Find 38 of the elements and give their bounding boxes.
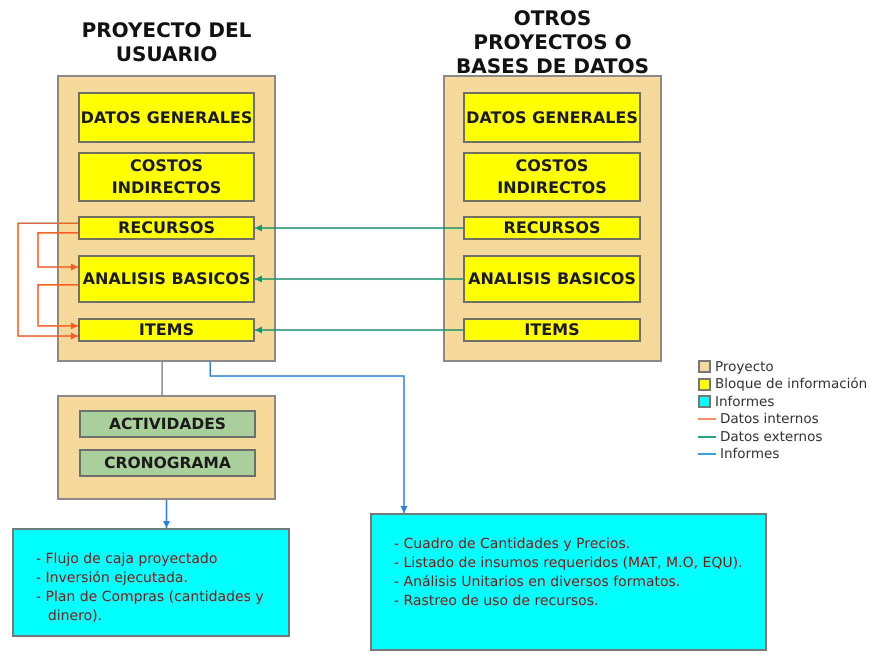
legend-label: Informes [720,446,780,462]
panel-heading: OTROS PROYECTOS O BASES DE DATOS [455,9,650,75]
report-item: - Rastreo de uso de recursos. [394,592,600,611]
project-panel [57,395,276,500]
info-block: RECURSOS [463,216,641,240]
connector-arrow [17,222,78,340]
module-box: ACTIVIDADES [79,410,256,438]
connector-arrow [255,326,463,334]
info-block: COSTOS INDIRECTOS [78,152,255,202]
report-item: - Flujo de caja proyectado [36,550,218,569]
panel-heading: PROYECTO DEL USUARIO [80,17,252,68]
module-box: CRONOGRAMA [79,449,256,477]
connector-arrow [163,500,170,528]
info-block: RECURSOS [78,216,255,240]
report-item: - Análisis Unitarios en diversos formatos. [394,573,682,592]
info-block: ANALISIS BASICOS [463,255,641,303]
legend-label: Datos externos [720,428,822,445]
connector-arrow [37,284,78,330]
connector-arrow [37,232,78,270]
connector-arrow [255,224,463,232]
report-box [12,528,290,637]
info-block: DATOS GENERALES [78,92,255,143]
info-block: ITEMS [78,318,255,342]
report-item: - Cuadro de Cantidades y Precios. [394,535,632,554]
legend-label: Bloque de información [715,376,868,392]
report-box [370,513,767,651]
connector-arrow [255,276,463,282]
report-item: - Plan de Compras (cantidades y dinero). [36,588,265,626]
legend-label: Datos internos [720,411,819,428]
report-item: - Listado de insumos requeridos (MAT, M.O, EQU). [394,554,744,573]
report-item: - Inversión ejecutada. [36,569,189,588]
info-block: ANALISIS BASICOS [78,255,255,303]
legend-label: Informes [715,394,774,410]
info-block: COSTOS INDIRECTOS [463,152,641,202]
info-block: ITEMS [463,318,641,342]
info-block: DATOS GENERALES [463,92,641,143]
legend-label: Proyecto [715,358,774,375]
connector-arrow [210,362,408,513]
